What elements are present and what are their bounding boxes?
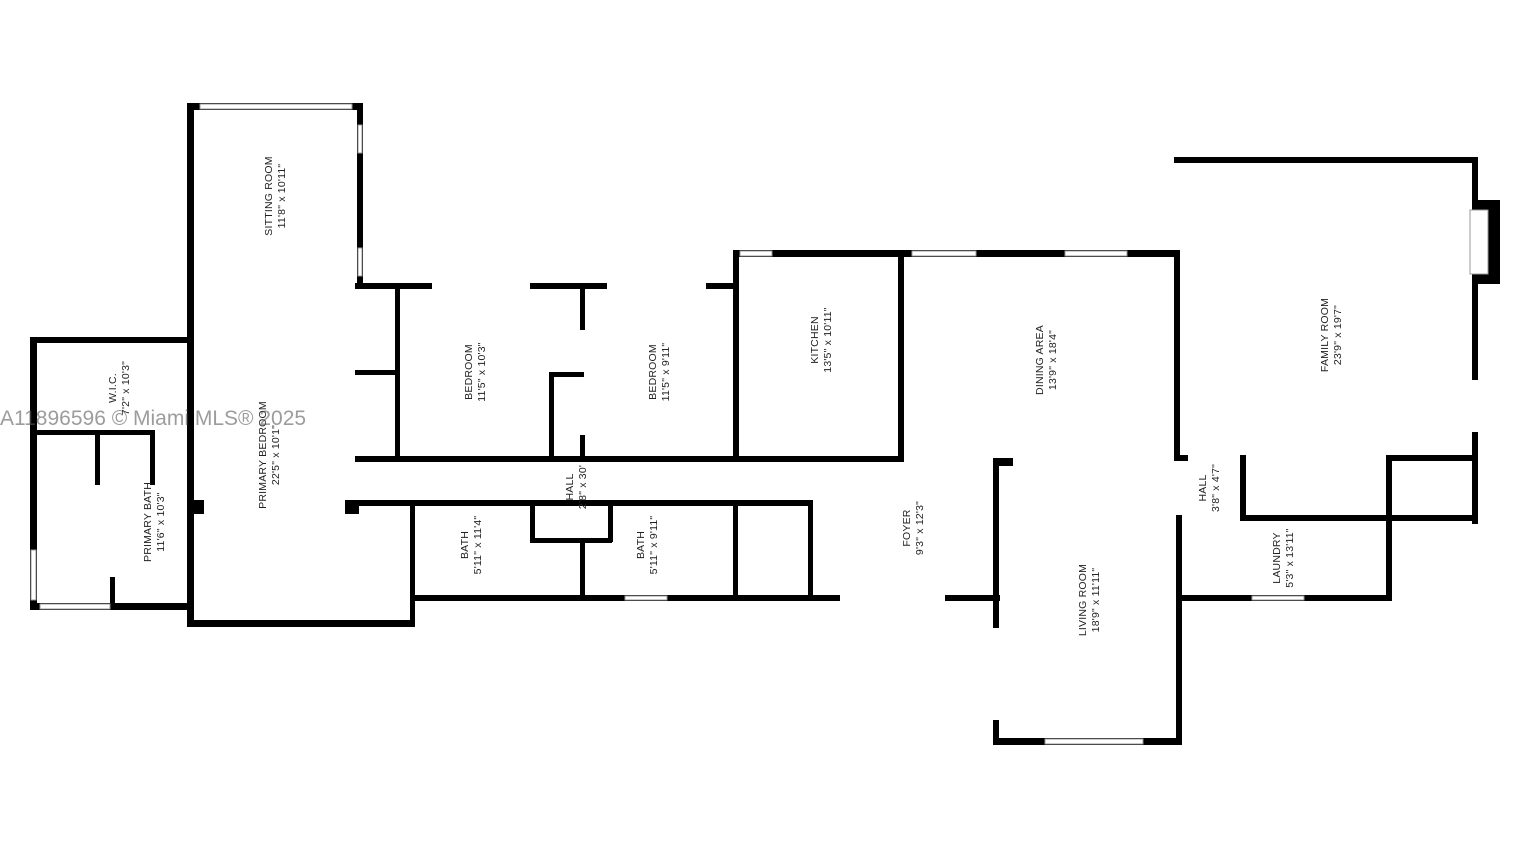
room-name: BATH: [635, 530, 647, 560]
room-dims: 13'5" x 10'11": [822, 307, 834, 373]
room-dims: 18'9" x 11'11": [1090, 567, 1102, 633]
room-dims: 5'3" x 13'11": [1284, 528, 1296, 588]
room-dims: 2'8" x 30': [577, 464, 589, 510]
room-name: HALL: [1197, 474, 1209, 502]
room-dims: 13'9" x 18'4": [1047, 329, 1059, 391]
room-name: FAMILY ROOM: [1319, 297, 1331, 373]
room-name: DINING AREA: [1034, 325, 1046, 395]
room-dims: 11'5" x 9'11": [660, 342, 672, 402]
room-name: PRIMARY BATH: [142, 481, 154, 563]
room-dims: 5'11" x 9'11": [648, 515, 660, 575]
room-dims: 11'5" x 10'3": [476, 342, 488, 402]
room-dims: 11'6" x 10'3": [155, 492, 167, 552]
room-name: BATH: [459, 530, 471, 560]
room-dims: 3'8" x 4'7": [1210, 463, 1222, 513]
room-name: BEDROOM: [647, 344, 659, 400]
room-name: BEDROOM: [463, 344, 475, 400]
room-name: KITCHEN: [809, 316, 821, 364]
room-name: LAUNDRY: [1271, 532, 1283, 584]
room-dims: 11'8" x 10'11": [276, 163, 288, 229]
room-name: FOYER: [901, 509, 913, 547]
room-dims: 23'9" x 19'7": [1332, 304, 1344, 366]
room-dims: 5'11" x 11'4": [472, 515, 484, 575]
windows: [30, 103, 1305, 745]
room-name: HALL: [564, 473, 576, 501]
room-name: LIVING ROOM: [1077, 563, 1089, 637]
room-dims: 9'3" x 12'3": [914, 500, 926, 556]
watermark: A11896596 © Miami MLS® 2025: [0, 407, 307, 430]
room-name: SITTING ROOM: [263, 156, 275, 236]
